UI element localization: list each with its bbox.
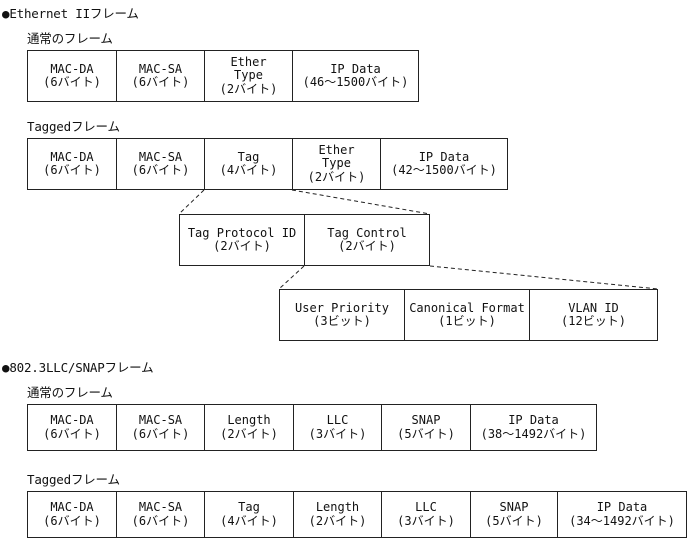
field-cell: IP Data(46～1500バイト) — [293, 51, 418, 101]
field-size: (6バイト) — [131, 75, 190, 89]
field-size: (3バイト) — [397, 513, 455, 528]
field-name: Type — [322, 156, 351, 171]
ethernet2-tagged-label: Taggedフレーム — [27, 119, 120, 134]
field-name: VLAN ID — [568, 300, 619, 315]
field-name: Type — [234, 68, 263, 83]
llc-snap-tagged-frame: MAC-DA(6バイト)MAC-SA(6バイト)Tag(4バイト)Length(… — [27, 491, 687, 538]
field-name: MAC-SA — [138, 413, 183, 427]
field-size: (1ビット) — [438, 314, 496, 328]
llc-snap-tagged-label: Taggedフレーム — [27, 472, 120, 487]
field-name: Length — [227, 413, 271, 427]
field-name: MAC-DA — [50, 500, 94, 514]
field-name: IP Data — [330, 61, 381, 76]
field-name: Tag Control — [327, 225, 407, 240]
field-name: LLC — [326, 413, 349, 427]
field-size: (46～1500バイト) — [302, 75, 409, 89]
field-cell: MAC-DA(6バイト) — [28, 405, 117, 450]
field-size: (2バイト) — [308, 513, 367, 528]
ethernet2-normal-label: 通常のフレーム — [27, 31, 113, 46]
field-size: (6バイト) — [43, 163, 101, 177]
field-size: (2バイト) — [213, 239, 271, 253]
field-size: (5バイト) — [485, 513, 543, 528]
field-size: (3ビット) — [313, 314, 371, 328]
field-cell: LLC(3バイト) — [382, 492, 471, 537]
llc-snap-title: ●802.3LLC/SNAPフレーム — [2, 360, 154, 375]
field-name: MAC-DA — [50, 149, 94, 164]
field-cell: Tag(4バイト) — [205, 492, 294, 537]
field-name: LLC — [415, 500, 437, 514]
field-name: User Priority — [295, 300, 389, 315]
field-name: Ether — [318, 142, 355, 157]
tag-control-expand-right-line — [429, 265, 659, 290]
tag-control-detail-frame: User Priority(3ビット)Canonical Format(1ビット… — [279, 289, 658, 341]
field-cell: MAC-DA(6バイト) — [28, 492, 117, 537]
field-cell: SNAP(5バイト) — [382, 405, 471, 450]
field-cell: LLC(3バイト) — [294, 405, 382, 450]
field-cell: Tag Protocol ID(2バイト) — [180, 215, 305, 265]
field-size: (12ビット) — [561, 314, 626, 328]
field-size: (6バイト) — [43, 426, 101, 441]
tag-detail-frame: Tag Protocol ID(2バイト)Tag Control(2バイト) — [179, 214, 430, 266]
field-cell: SNAP(5バイト) — [471, 492, 558, 537]
field-size: (4バイト) — [219, 163, 278, 177]
field-cell: IP Data(42～1500バイト) — [381, 139, 507, 189]
field-cell: Canonical Format(1ビット) — [405, 290, 530, 340]
field-cell: MAC-SA(6バイト) — [117, 51, 205, 101]
field-cell: MAC-DA(6バイト) — [28, 139, 117, 189]
llc-snap-normal-label: 通常のフレーム — [27, 385, 113, 400]
field-cell: IP Data(34～1492バイト) — [558, 492, 686, 537]
field-cell: MAC-DA(6バイト) — [28, 51, 117, 101]
tag-expand-right-line — [291, 189, 431, 215]
field-name: Tag — [237, 149, 260, 164]
field-cell: User Priority(3ビット) — [280, 290, 405, 340]
field-name: Length — [315, 500, 360, 514]
field-size: (3バイト) — [308, 426, 367, 441]
field-cell: MAC-SA(6バイト) — [117, 492, 205, 537]
field-size: (2バイト) — [220, 426, 278, 441]
field-size: (38～1492バイト) — [480, 426, 587, 441]
field-size: (2バイト) — [307, 169, 366, 184]
field-size: (34～1492バイト) — [569, 513, 675, 528]
field-cell: Tag(4バイト) — [205, 139, 293, 189]
field-name: MAC-DA — [50, 61, 94, 76]
field-cell: MAC-SA(6バイト) — [117, 139, 205, 189]
field-name: MAC-SA — [138, 149, 183, 164]
field-size: (5バイト) — [397, 426, 455, 441]
field-size: (42～1500バイト) — [391, 163, 497, 177]
ethernet2-title: ●Ethernet IIフレーム — [2, 6, 139, 21]
tag-control-expand-left-line — [278, 265, 305, 290]
field-cell: IP Data(38～1492バイト) — [471, 405, 596, 450]
field-size: (6バイト) — [131, 426, 190, 441]
field-name: IP Data — [596, 500, 648, 514]
field-size: (2バイト) — [219, 81, 278, 96]
field-name: IP Data — [418, 149, 470, 164]
field-name: SNAP — [499, 500, 529, 514]
field-name: Canonical Format — [409, 300, 525, 315]
field-size: (6バイト) — [43, 75, 101, 89]
field-name: Tag Protocol ID — [187, 225, 297, 240]
field-size: (2バイト) — [338, 239, 396, 253]
field-cell: Tag Control(2バイト) — [305, 215, 429, 265]
field-size: (6バイト) — [43, 513, 101, 528]
field-name: MAC-DA — [50, 413, 94, 427]
field-name: MAC-SA — [138, 61, 183, 76]
field-size: (6バイト) — [131, 163, 190, 177]
field-name: SNAP — [411, 413, 441, 427]
field-cell: MAC-SA(6バイト) — [117, 405, 205, 450]
llc-snap-normal-frame: MAC-DA(6バイト)MAC-SA(6バイト)Length(2バイト)LLC(… — [27, 404, 597, 451]
field-cell: Length(2バイト) — [205, 405, 294, 450]
field-name: IP Data — [508, 413, 559, 427]
field-cell: VLAN ID(12ビット) — [530, 290, 657, 340]
field-cell: Length(2バイト) — [294, 492, 382, 537]
field-name: Ether — [230, 54, 267, 69]
field-name: Tag — [238, 500, 260, 514]
field-size: (4バイト) — [220, 513, 278, 528]
tag-expand-left-line — [178, 189, 205, 215]
field-size: (6バイト) — [131, 513, 190, 528]
field-name: MAC-SA — [138, 500, 183, 514]
